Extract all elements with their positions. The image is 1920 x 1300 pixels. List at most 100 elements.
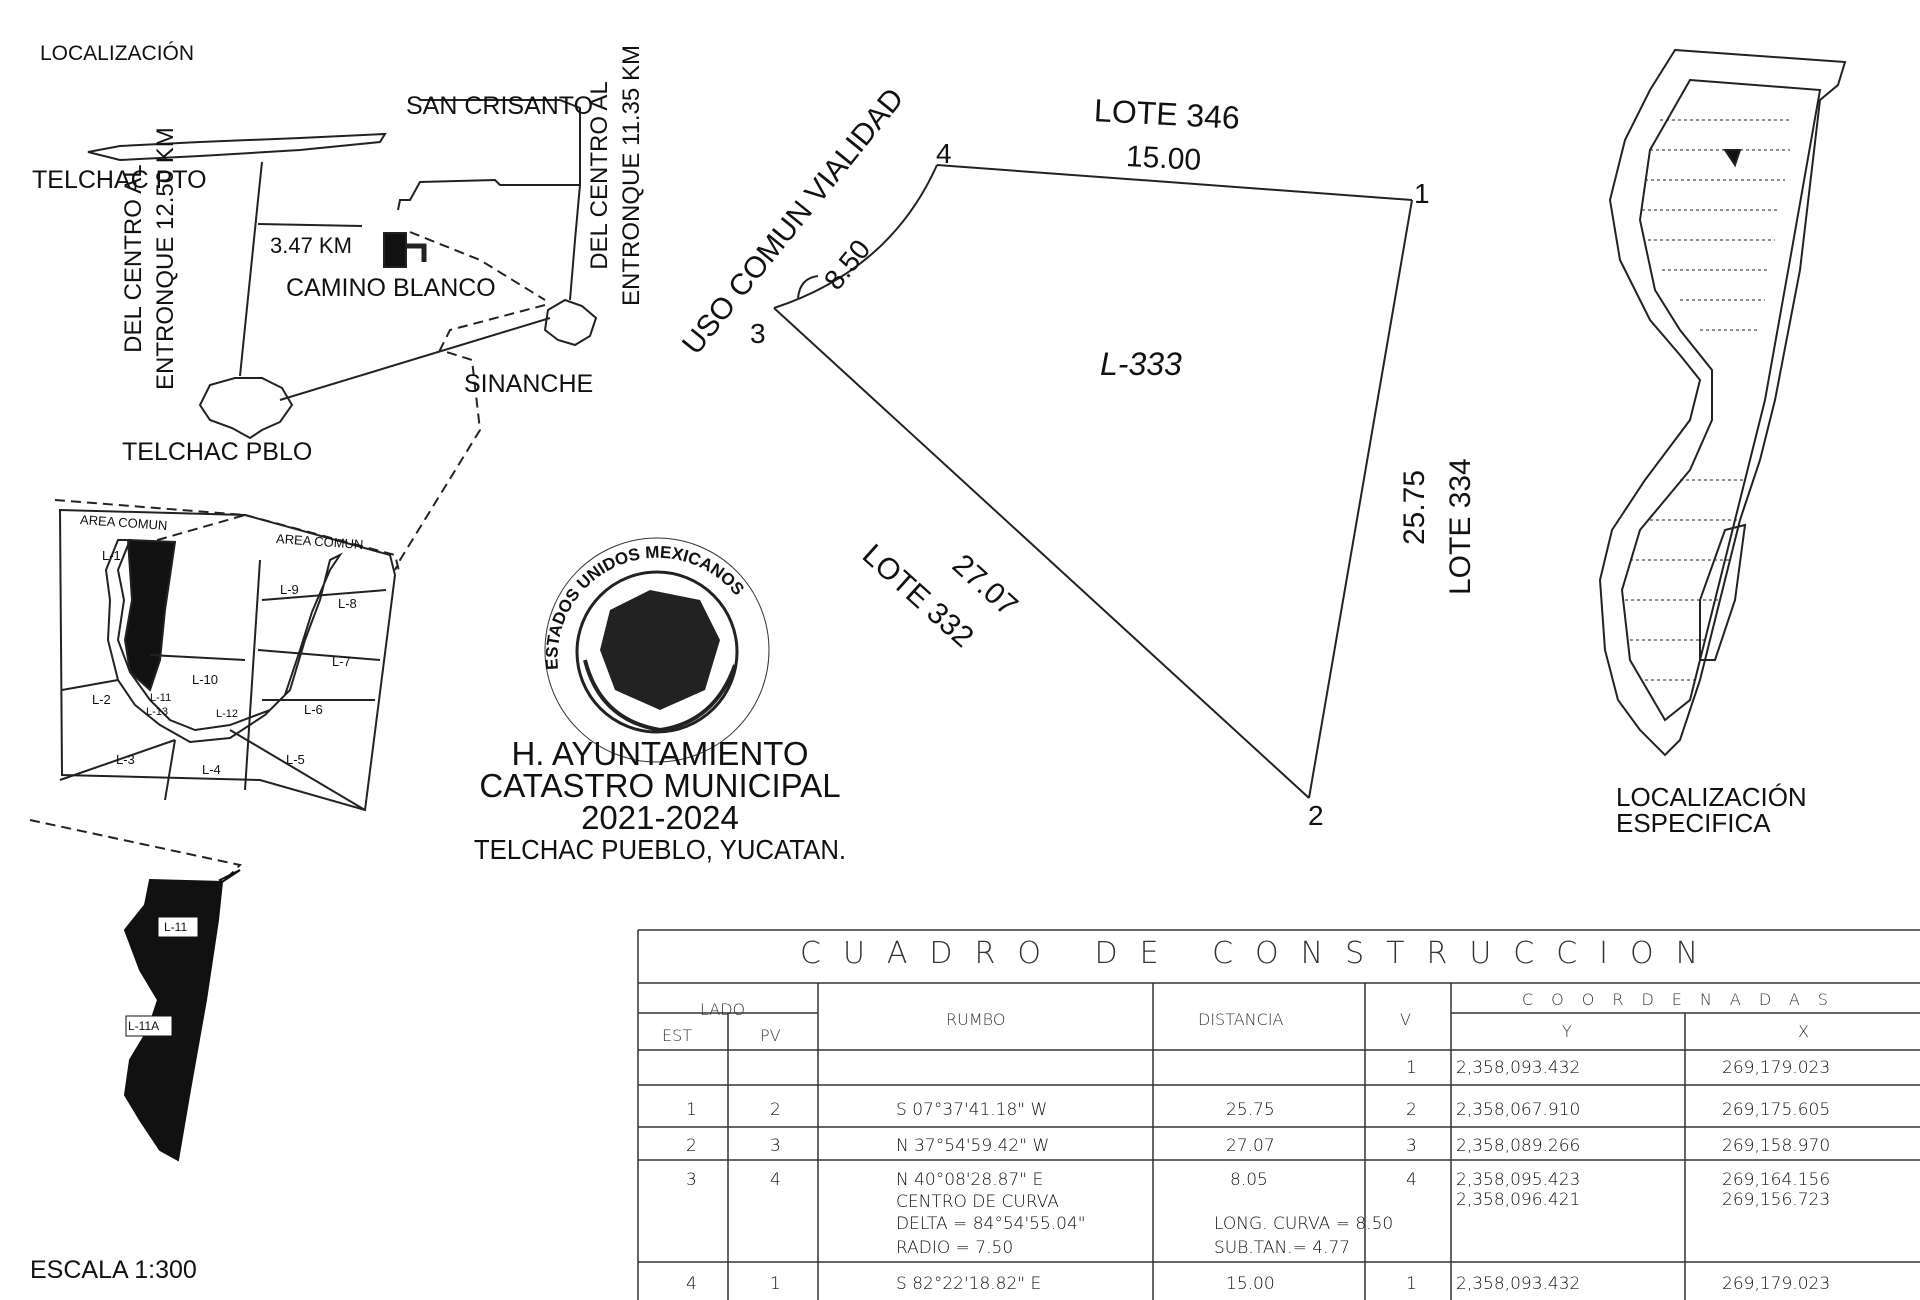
row4-pv: 1 <box>770 1274 781 1294</box>
road-left-line-2: ENTRONQUE 12.50 KM <box>152 127 179 390</box>
row4-y: 2,358,093.432 <box>1456 1274 1581 1294</box>
strip-label-box-2 <box>125 1015 173 1037</box>
label-camino-blanco: CAMINO BLANCO <box>286 274 496 302</box>
curve-radio: RADIO = 7.50 <box>896 1238 1014 1258</box>
edge-3-4-curve <box>773 164 938 309</box>
location-map <box>87 99 598 571</box>
lot-divider <box>149 654 246 661</box>
row2-v: 3 <box>1406 1136 1417 1156</box>
coast-left <box>87 132 387 162</box>
row3-est: 3 <box>686 1170 697 1190</box>
label-telchac-pto: TELCHAC PTO <box>32 166 207 194</box>
dashed-camino <box>409 231 546 301</box>
scale-label: ESCALA 1:300 <box>30 1256 197 1284</box>
strip-lot-l11: L-11 <box>164 920 188 934</box>
curve-subtan: SUB.TAN.= 4.77 <box>1214 1238 1351 1258</box>
lot-l13: L-13 <box>146 706 169 718</box>
label-dist-right: 25.75 <box>1398 469 1431 545</box>
specific-marker <box>1723 149 1742 168</box>
black-strip-bottom <box>123 878 224 1162</box>
specific-outline <box>1598 48 1847 757</box>
road-loop <box>104 539 343 744</box>
specific-line-1: LOCALIZACIÓN <box>1616 782 1807 812</box>
lot-l10: L-10 <box>192 672 219 687</box>
black-strip-top <box>123 538 177 692</box>
curve-y: 2,358,096.421 <box>1456 1190 1581 1210</box>
row1-pv: 2 <box>770 1100 781 1120</box>
lot-l12: L-12 <box>216 708 239 720</box>
specific-lagoon <box>1699 523 1747 661</box>
curve-centro: CENTRO DE CURVA <box>896 1192 1059 1212</box>
curve-delta: DELTA = 84°54'55.04" <box>896 1214 1086 1234</box>
specific-location-map <box>1598 48 1847 757</box>
row3-x: 269,164.156 <box>1722 1170 1831 1190</box>
row4-v: 1 <box>1406 1274 1417 1294</box>
strip-lot-l11a: L-11A <box>128 1019 160 1033</box>
label-lot-name: L-333 <box>1100 346 1182 382</box>
row4-x: 269,179.023 <box>1722 1274 1831 1294</box>
road-right-line-1: DEL CENTRO AL <box>586 81 613 270</box>
road-left-label: DEL CENTRO AL ENTRONQUE 12.50 KM <box>118 127 182 390</box>
specific-label: LOCALIZACIÓN ESPECIFICA <box>1616 784 1807 836</box>
curve-x: 269,156.723 <box>1722 1190 1831 1210</box>
vertex-3: 3 <box>750 318 766 349</box>
row1-x: 269,175.605 <box>1722 1100 1831 1120</box>
subdivision-plan <box>29 499 401 876</box>
lot-l3: L-3 <box>116 752 135 767</box>
lot-l1: L-1 <box>102 548 121 563</box>
lot-l7: L-7 <box>332 654 351 669</box>
row2-x: 269,158.970 <box>1722 1136 1831 1156</box>
table-title: CUADRO DE CONSTRUCCION <box>800 936 1721 971</box>
label-lote-334: LOTE 334 <box>1444 458 1477 595</box>
lot-polygon <box>773 164 1413 799</box>
hdr-v: V <box>1400 1010 1411 1029</box>
subdivision-dashed-frame <box>29 499 401 876</box>
lot-l11: L-11 <box>150 692 172 704</box>
row1-v: 2 <box>1406 1100 1417 1120</box>
eagle-shape <box>600 590 720 710</box>
row1-est: 1 <box>686 1100 697 1120</box>
lot-l8: L-8 <box>338 596 357 611</box>
lot-l4: L-4 <box>202 762 221 777</box>
curve-arc-mark <box>797 275 819 299</box>
lot-divider <box>59 739 176 781</box>
row2-dist: 27.07 <box>1226 1136 1275 1156</box>
label-sinanche: SINANCHE <box>464 370 594 398</box>
hdr-est: EST <box>662 1026 693 1045</box>
edge-1-2 <box>1308 199 1413 799</box>
row4-dist: 15.00 <box>1226 1274 1275 1294</box>
row3-pv: 4 <box>770 1170 781 1190</box>
construction-table[interactable] <box>637 929 1920 1300</box>
lot-divider <box>61 679 119 691</box>
hdr-lado: LADO <box>700 1000 746 1019</box>
strip-white-curve <box>218 869 241 884</box>
location-title: LOCALIZACIÓN <box>40 42 195 65</box>
strip-label-box-1 <box>157 916 199 938</box>
specific-lot-hatch <box>1625 119 1790 681</box>
label-distance-camino: 3.47 KM <box>270 233 352 258</box>
row3-rumbo: N 40°08'28.87" E <box>896 1170 1044 1190</box>
lot-divider <box>261 589 387 601</box>
row2-est: 2 <box>686 1136 697 1156</box>
row1-rumbo: S 07°37'41.18" W <box>896 1100 1048 1120</box>
hdr-distancia: DISTANCIA <box>1198 1010 1284 1029</box>
edge-2-3 <box>773 307 1310 799</box>
camino-blanco-marker <box>383 232 407 268</box>
road-right-label: DEL CENTRO AL ENTRONQUE 11.35 KM <box>584 45 648 306</box>
lot-l6: L-6 <box>304 702 323 717</box>
seal-inner <box>575 570 739 734</box>
row0-v: 1 <box>1406 1058 1417 1078</box>
row2-y: 2,358,089.266 <box>1456 1136 1581 1156</box>
lot-divider <box>164 739 176 801</box>
specific-inner <box>1620 78 1822 722</box>
hdr-y: Y <box>1562 1022 1572 1041</box>
lot-divider <box>257 649 381 661</box>
road-san-crisanto <box>397 99 581 211</box>
seal-line-years: 2021-2024 <box>581 799 739 836</box>
row2-pv: 3 <box>770 1136 781 1156</box>
vertex-2: 2 <box>1308 800 1324 831</box>
specific-line-2: ESPECIFICA <box>1616 808 1771 838</box>
row4-rumbo: S 82°22'18.82" E <box>896 1274 1042 1294</box>
row3-y: 2,358,095.423 <box>1456 1170 1581 1190</box>
